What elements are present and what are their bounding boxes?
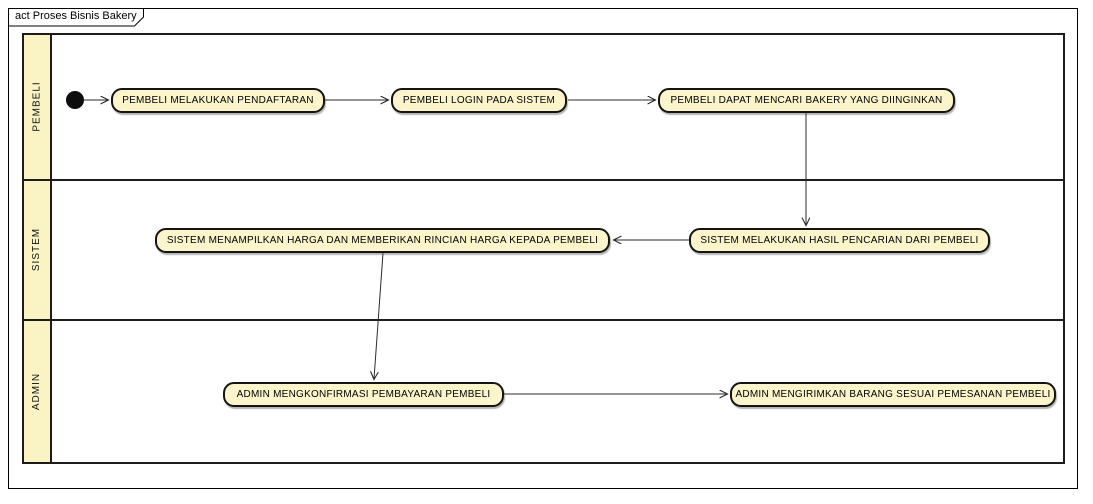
lane-label-pembeli: PEMBELI xyxy=(24,35,52,179)
diagram-title: act Proses Bisnis Bakery xyxy=(15,10,137,22)
activity-node-cari-bakery[interactable]: PEMBELI DAPAT MENCARI BAKERY YANG DIINGI… xyxy=(658,88,955,113)
activity-node-pendaftaran[interactable]: PEMBELI MELAKUKAN PENDAFTARAN xyxy=(111,88,325,113)
tab-shape-icon xyxy=(8,8,144,27)
lane-label-text: PEMBELI xyxy=(31,81,43,132)
lane-label-text: ADMIN xyxy=(31,373,43,411)
activity-node-login[interactable]: PEMBELI LOGIN PADA SISTEM xyxy=(391,88,567,113)
lane-label-sistem: SISTEM xyxy=(24,180,52,320)
diagram-title-tab: act Proses Bisnis Bakery xyxy=(8,8,145,27)
lane-label-admin: ADMIN xyxy=(24,321,52,462)
activity-node-hasil-pencarian[interactable]: SISTEM MELAKUKAN HASIL PENCARIAN DARI PE… xyxy=(689,228,990,253)
lane-label-text: SISTEM xyxy=(31,228,43,272)
activity-node-tampilkan-harga[interactable]: SISTEM MENAMPILKAN HARGA DAN MEMBERIKAN … xyxy=(155,228,610,253)
activity-node-konfirmasi-pembayaran[interactable]: ADMIN MENGKONFIRMASI PEMBAYARAN PEMBELI xyxy=(223,382,504,407)
initial-node[interactable] xyxy=(66,91,84,109)
activity-node-kirim-barang[interactable]: ADMIN MENGIRIMKAN BARANG SESUAI PEMESANA… xyxy=(730,382,1056,407)
